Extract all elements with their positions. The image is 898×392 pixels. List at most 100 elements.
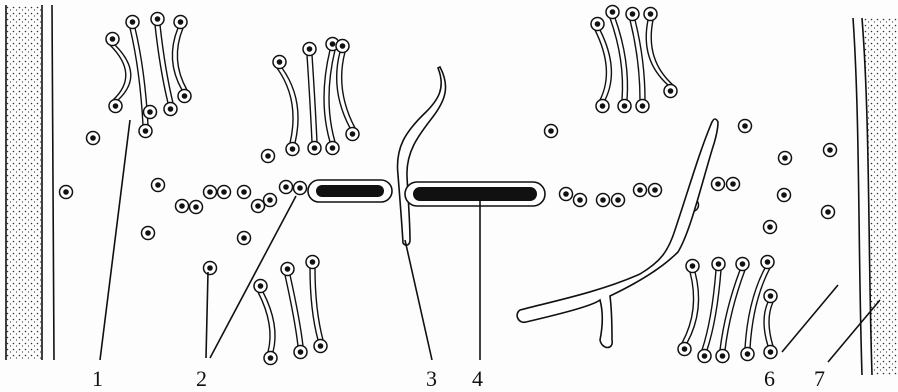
lipid-head [286, 143, 299, 156]
particle [612, 194, 625, 207]
particle [634, 184, 647, 197]
particle [144, 106, 157, 119]
particle [60, 186, 73, 199]
label-4: 4 [472, 366, 483, 391]
lipid-head [698, 350, 711, 363]
label-1: 1 [92, 366, 103, 391]
lipid-head [591, 18, 604, 31]
lipid-head [306, 256, 319, 269]
lipid-molecule [764, 290, 777, 359]
lipid-molecule [254, 280, 277, 365]
lipid-head [686, 260, 699, 273]
lipid-head [664, 85, 677, 98]
lipid-molecule [626, 8, 649, 113]
particle [778, 189, 791, 202]
lipid-head [294, 346, 307, 359]
lipid-molecule [306, 256, 327, 353]
particle [560, 188, 573, 201]
lipid-head [761, 256, 774, 269]
lipid-molecule [591, 18, 611, 113]
particle [824, 144, 837, 157]
lipid-head [281, 263, 294, 276]
particle [294, 182, 307, 195]
lipid-head [178, 90, 191, 103]
lipid-molecule [273, 56, 299, 156]
particle [238, 232, 251, 245]
particle [218, 186, 231, 199]
particle [727, 178, 740, 191]
particle [712, 178, 725, 191]
particle [190, 201, 203, 214]
label-6: 6 [764, 366, 775, 391]
lipid-head [618, 100, 631, 113]
structure-3-tube [397, 67, 445, 245]
lipid-molecule [106, 33, 131, 113]
lipid-molecule [336, 40, 359, 141]
particle [87, 132, 100, 145]
particle [280, 181, 293, 194]
particle [204, 186, 217, 199]
label-2: 2 [196, 366, 207, 391]
lipid-molecule [172, 16, 191, 103]
lipid-head [151, 13, 164, 26]
lipid-head [139, 125, 152, 138]
lipid-head [741, 348, 754, 361]
lipid-molecule [324, 38, 339, 155]
particle [238, 186, 251, 199]
lipid-head [106, 33, 119, 46]
branched-tube [517, 119, 718, 348]
particle [204, 262, 217, 275]
particle [764, 221, 777, 234]
lipid-head [736, 258, 749, 271]
lipid-head [303, 43, 316, 56]
lipid-molecule [741, 256, 774, 361]
particle [264, 194, 277, 207]
lipid-head [678, 343, 691, 356]
lipid-molecule [303, 43, 321, 155]
lipid-head [273, 56, 286, 69]
right-wall [853, 18, 898, 375]
lipid-head [326, 142, 339, 155]
lipid-head [346, 128, 359, 141]
lipid-head [764, 346, 777, 359]
lipid-head [764, 290, 777, 303]
lipid-molecule [281, 263, 307, 359]
lipid-head [596, 100, 609, 113]
particle [822, 206, 835, 219]
particle [262, 150, 275, 163]
lipid-head [308, 142, 321, 155]
lipid-head [109, 100, 122, 113]
lipid-head [606, 6, 619, 19]
lipid-head [314, 340, 327, 353]
label-7: 7 [814, 366, 825, 391]
labels: 1 2 3 4 6 7 [92, 366, 825, 391]
lipid-head [264, 352, 277, 365]
particle [545, 125, 558, 138]
particle [779, 152, 792, 165]
lipid-head [254, 280, 267, 293]
lipid-head [644, 8, 657, 21]
lipid-head [636, 100, 649, 113]
lipid-head [126, 16, 139, 29]
label-3: 3 [426, 366, 437, 391]
particle [739, 120, 752, 133]
particle [574, 194, 587, 207]
left-wall [6, 5, 54, 360]
leader-lines [100, 120, 880, 362]
particle [649, 184, 662, 197]
particle [152, 179, 165, 192]
structure-4-rod [405, 182, 545, 206]
particle [142, 227, 155, 240]
lipid-head [164, 103, 177, 116]
lipid-head [174, 16, 187, 29]
lipid-molecule [644, 8, 677, 98]
lipid-head [626, 8, 639, 21]
lipid-molecule [678, 260, 699, 356]
lipid-head [716, 350, 729, 363]
particle [252, 200, 265, 213]
particle [176, 200, 189, 213]
dark-rod [308, 180, 392, 202]
particle [597, 194, 610, 207]
